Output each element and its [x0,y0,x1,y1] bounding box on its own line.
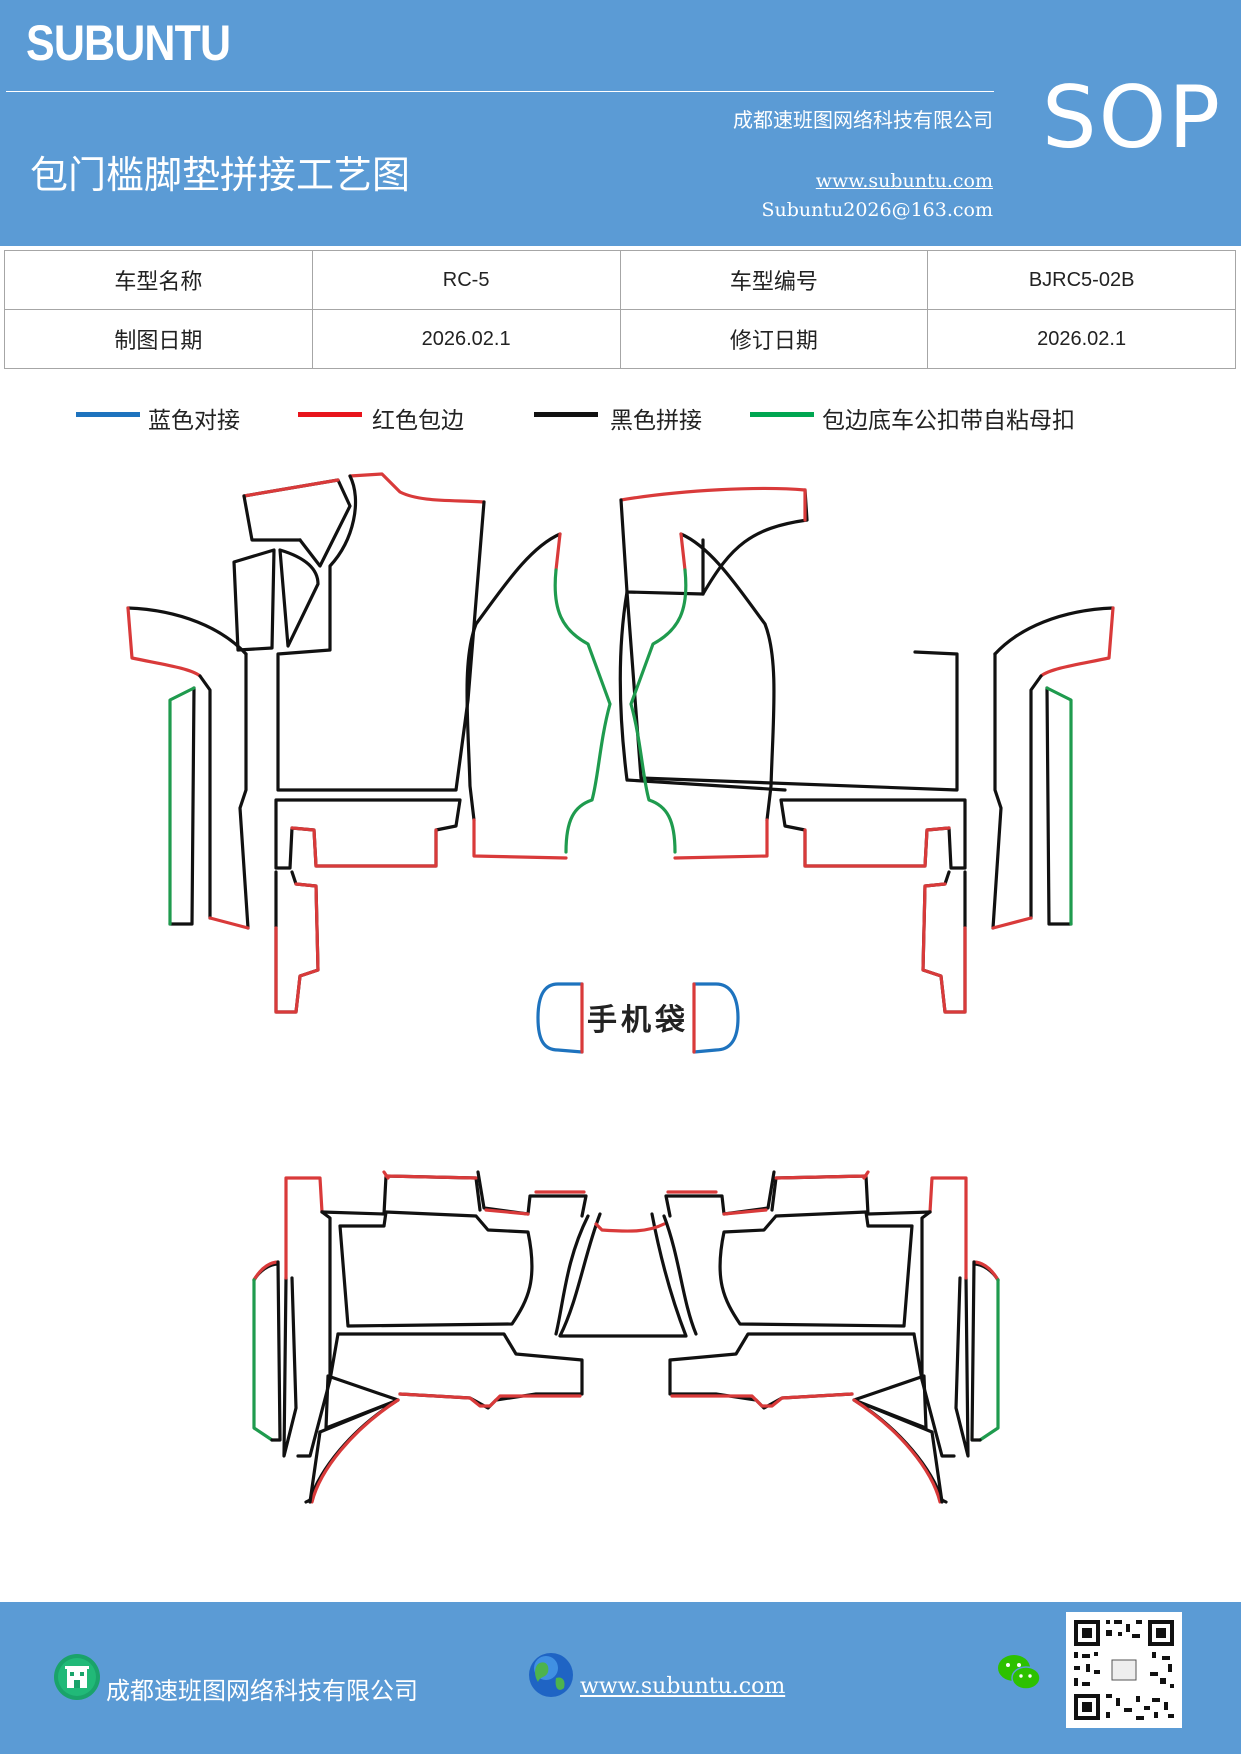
pocket-label: 手机袋 [587,1003,689,1038]
front-right-mat [618,486,1115,1014]
footer-company: 成都速班图网络科技有限公司 [106,1677,418,1705]
legend-label: 蓝色对接 [148,408,240,434]
wechat-icon [998,1655,1041,1690]
header-divider [6,91,994,92]
doc-type-label: SOP [1042,68,1223,168]
page-footer: 成都速班图网络科技有限公司 www.subuntu.com [0,1602,1241,1754]
building-icon [54,1654,100,1700]
revise-date-label: 修订日期 [619,309,929,369]
legend-label: 红色包边 [372,408,464,434]
revise-date-value: 2026.02.1 [927,309,1236,369]
legend-swatch [534,412,598,417]
globe-icon [529,1653,573,1697]
legend-label: 包边底车公扣带自粘母扣 [822,408,1075,434]
model-name-label: 车型名称 [4,250,313,310]
model-code-label: 车型编号 [619,250,929,310]
page-header: SUBUNTU SOP 成都速班图网络科技有限公司 包门槛脚垫拼接工艺图 www… [0,0,1241,246]
draw-date-label: 制图日期 [4,309,313,369]
email-address[interactable]: Subuntu2026@163.com [761,199,993,221]
info-table: 车型名称 RC-5 车型编号 BJRC5-02B 制图日期 2026.02.1 … [4,250,1236,369]
model-name-value: RC-5 [311,250,621,310]
footer-website-link[interactable]: www.subuntu.com [580,1674,786,1699]
rear-left-mat [252,1170,588,1504]
rear-center-hump [554,1212,698,1338]
draw-date-value: 2026.02.1 [311,309,621,369]
legend-swatch [298,412,362,417]
page-title: 包门槛脚垫拼接工艺图 [30,153,411,197]
brand-logo: SUBUNTU [26,15,231,71]
website-link[interactable]: www.subuntu.com [815,170,993,192]
legend-swatch [750,412,814,417]
table-row: 车型名称 RC-5 车型编号 BJRC5-02B [4,250,1236,310]
rear-right-mat [664,1170,1000,1504]
front-left-mat [126,472,612,1014]
qr-code [1066,1612,1182,1728]
model-code-value: BJRC5-02B [927,250,1236,310]
legend-label: 黑色拼接 [610,408,702,434]
phone-pocket: 手机袋 [536,982,740,1054]
legend: 蓝色对接 红色包边 黑色拼接 包边底车公扣带自粘母扣 [0,400,1241,440]
company-name: 成都速班图网络科技有限公司 [733,108,993,132]
legend-swatch [76,412,140,417]
table-row: 制图日期 2026.02.1 修订日期 2026.02.1 [4,309,1236,369]
